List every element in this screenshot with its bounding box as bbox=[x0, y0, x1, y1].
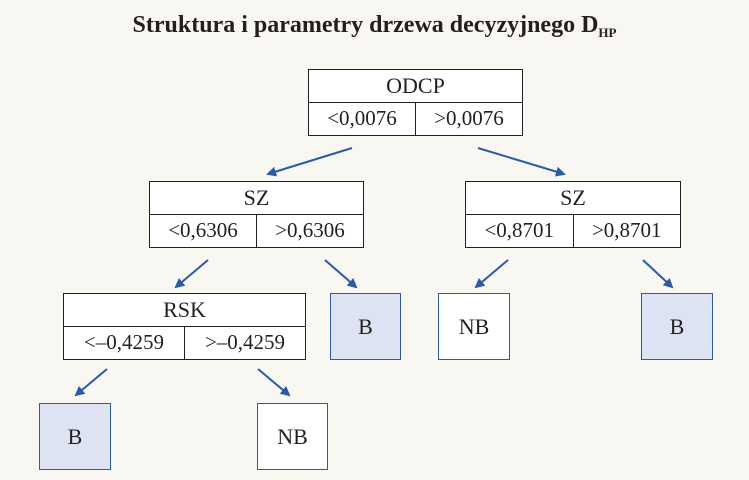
node-rsk-name: RSK bbox=[64, 294, 305, 327]
node-sz-right-name: SZ bbox=[466, 182, 680, 215]
leaf-sz-right-left: NB bbox=[438, 293, 510, 360]
arrow-szr-right bbox=[642, 259, 674, 289]
node-sz-right: SZ <0,8701 >0,8701 bbox=[465, 181, 681, 248]
arrow-root-left bbox=[266, 147, 353, 177]
leaf-rsk-right: NB bbox=[257, 403, 328, 470]
node-sz-left-right-threshold: >0,6306 bbox=[256, 214, 363, 247]
node-odcp: ODCP <0,0076 >0,0076 bbox=[308, 69, 523, 136]
arrow-szl-right bbox=[324, 259, 358, 289]
arrow-szl-left bbox=[174, 259, 209, 289]
arrow-rsk-left bbox=[74, 368, 108, 397]
arrow-szr-left bbox=[474, 259, 509, 289]
arrow-root-right bbox=[477, 147, 566, 177]
leaf-sz-left-right: B bbox=[330, 293, 401, 360]
node-sz-left-left-threshold: <0,6306 bbox=[168, 218, 238, 243]
diagram-title: Struktura i parametry drzewa decyzyjnego… bbox=[132, 12, 617, 40]
node-sz-right-left-threshold: <0,8701 bbox=[484, 218, 555, 243]
node-rsk-left-threshold: <–0,4259 bbox=[83, 330, 165, 355]
node-sz-right-right-threshold: >0,8701 bbox=[572, 214, 681, 247]
node-sz-left: SZ <0,6306 >0,6306 bbox=[149, 181, 364, 248]
node-sz-left-name: SZ bbox=[150, 182, 363, 215]
leaf-rsk-left: B bbox=[39, 403, 111, 470]
leaf-sz-right-right: B bbox=[641, 293, 713, 360]
node-odcp-name: ODCP bbox=[309, 70, 522, 103]
node-odcp-right-threshold: >0,0076 bbox=[415, 102, 522, 135]
node-rsk-right-threshold: >–0,4259 bbox=[184, 326, 305, 359]
arrow-rsk-right bbox=[257, 368, 291, 397]
node-odcp-left-threshold: <0,0076 bbox=[327, 106, 397, 131]
node-rsk: RSK <–0,4259 >–0,4259 bbox=[63, 293, 306, 360]
